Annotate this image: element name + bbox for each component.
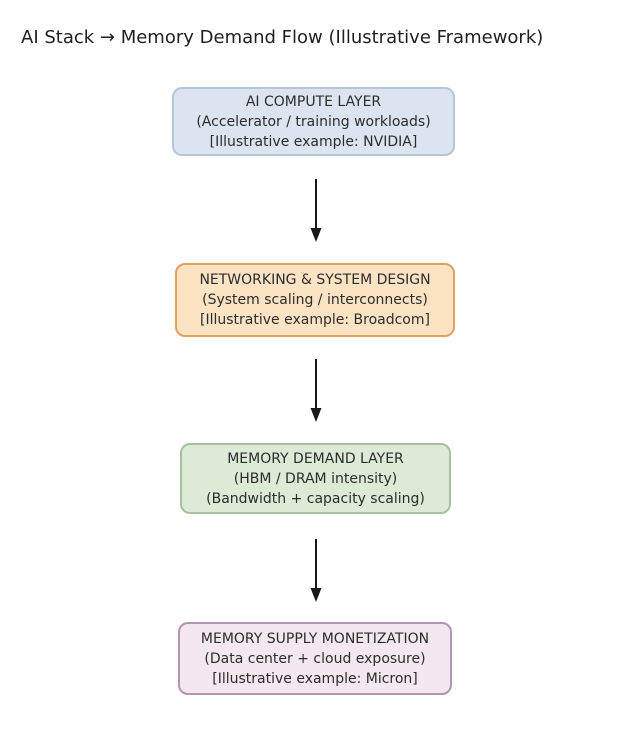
node-example-line: [Illustrative example: NVIDIA] — [209, 133, 418, 150]
node-title-line: NETWORKING & SYSTEM DESIGN — [199, 272, 431, 288]
flow-node-memory-supply-monetization: MEMORY SUPPLY MONETIZATION (Data center … — [178, 622, 452, 695]
node-example-line: (Bandwidth + capacity scaling) — [206, 490, 425, 507]
node-title-line: MEMORY DEMAND LAYER — [227, 450, 404, 467]
flow-node-networking-system-design: NETWORKING & SYSTEM DESIGN (System scali… — [175, 263, 455, 337]
node-subtitle-line: (Data center + cloud exposure) — [204, 650, 426, 667]
node-subtitle-line: (Accelerator / training workloads) — [196, 113, 431, 130]
node-subtitle-line: (HBM / DRAM intensity) — [233, 470, 398, 487]
node-title-line: AI COMPUTE LAYER — [245, 93, 382, 110]
flow-node-ai-compute-layer: AI COMPUTE LAYER (Accelerator / training… — [172, 87, 455, 156]
down-arrow-icon — [310, 359, 322, 422]
node-title-line: MEMORY SUPPLY MONETIZATION — [200, 630, 430, 647]
down-arrow-icon — [310, 539, 322, 602]
diagram-title: AI Stack → Memory Demand Flow (Illustrat… — [21, 27, 544, 48]
node-example-line: [Illustrative example: Micron] — [212, 670, 418, 687]
node-example-line: [Illustrative example: Broadcom] — [200, 312, 430, 328]
flow-node-memory-demand-layer: MEMORY DEMAND LAYER (HBM / DRAM intensit… — [180, 443, 451, 514]
node-subtitle-line: (System scaling / interconnects) — [202, 292, 428, 308]
down-arrow-icon — [310, 179, 322, 242]
